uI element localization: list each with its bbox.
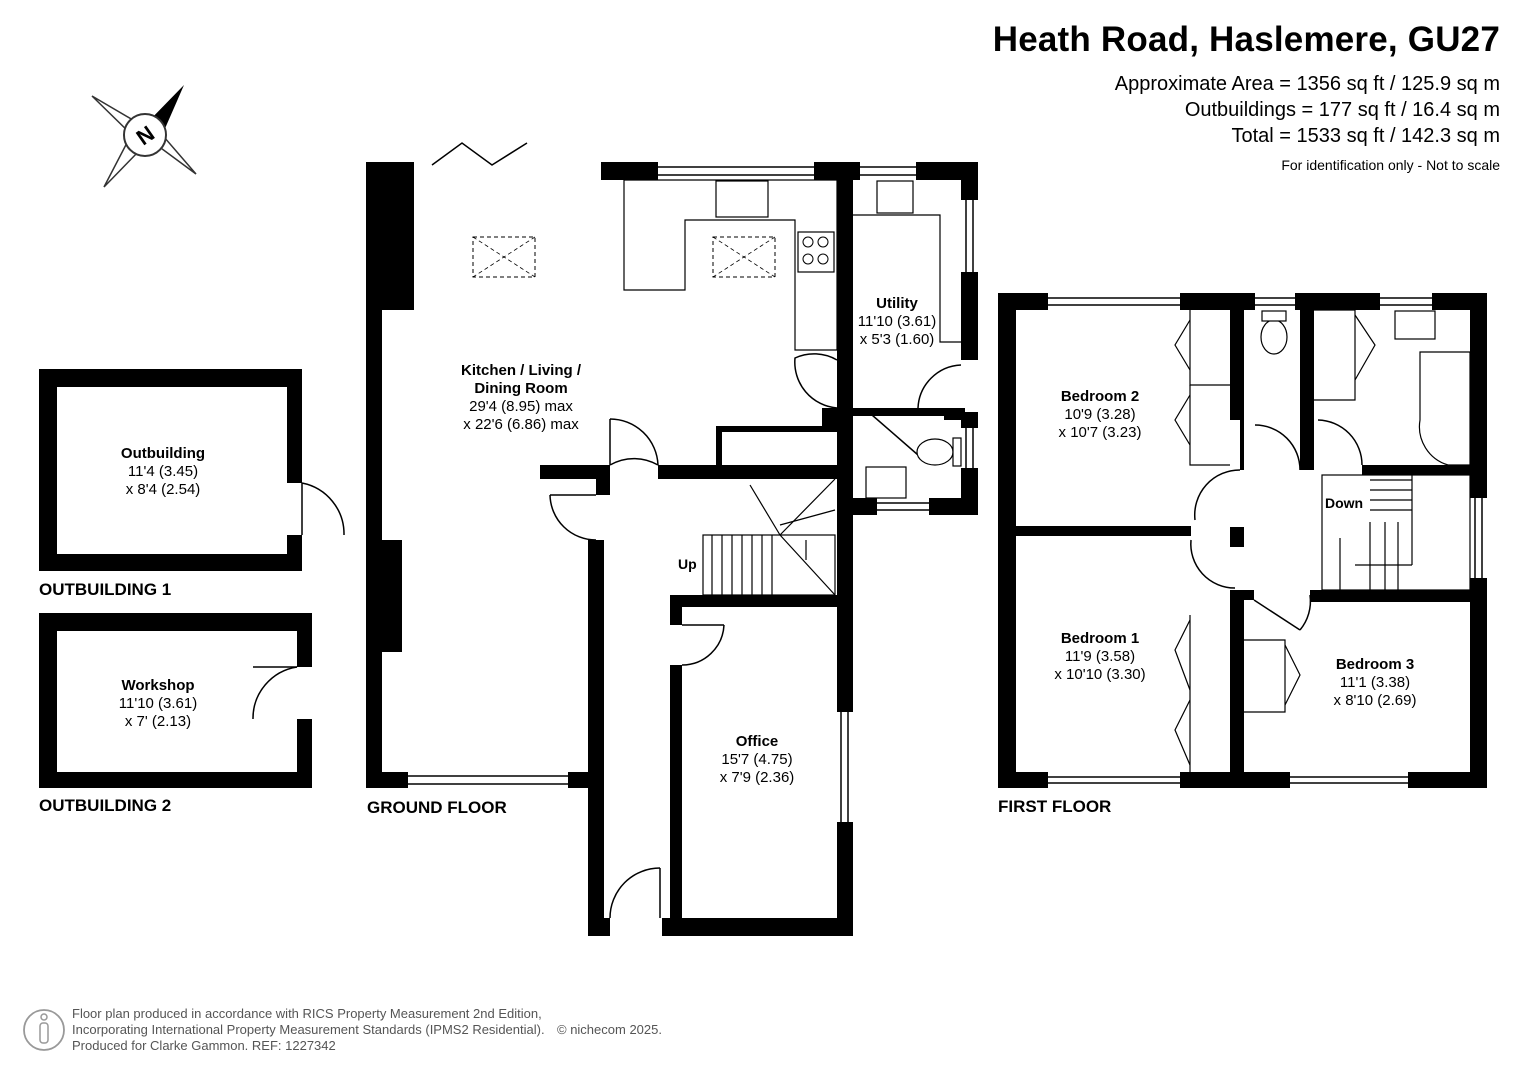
- bedroom3-name: Bedroom 3: [1335, 656, 1415, 673]
- workshop-dim-1: 11'10 (3.61): [118, 695, 198, 712]
- kitchen-name-1: Kitchen / Living /: [460, 362, 582, 379]
- footer-line-2: Incorporating International Property Mea…: [72, 1022, 545, 1037]
- bedroom2-dim-1: 10'9 (3.28): [1064, 406, 1136, 423]
- kitchen-room-label: Kitchen / Living / Dining Room 29'4 (8.9…: [461, 362, 581, 434]
- utility-dim-1: 11'10 (3.61): [857, 313, 937, 330]
- outbuilding-name: Outbuilding: [120, 445, 206, 462]
- workshop-name: Workshop: [121, 677, 195, 694]
- utility-room-label: Utility 11'10 (3.61) x 5'3 (1.60): [858, 295, 936, 349]
- copyright: © nichecom 2025.: [557, 1022, 662, 1037]
- workshop-room-label: Workshop 11'10 (3.61) x 7' (2.13): [119, 677, 197, 731]
- office-dim-2: x 7'9 (2.36): [719, 769, 795, 786]
- office-room-label: Office 15'7 (4.75) x 7'9 (2.36): [720, 733, 795, 787]
- bedroom1-dim-1: 11'9 (3.58): [1064, 648, 1136, 665]
- bedroom2-dim-2: x 10'7 (3.23): [1058, 424, 1142, 441]
- person-info-icon: [23, 1009, 65, 1051]
- bedroom1-room-label: Bedroom 1 11'9 (3.58) x 10'10 (3.30): [1054, 630, 1145, 684]
- outbuilding-room-label: Outbuilding 11'4 (3.45) x 8'4 (2.54): [121, 445, 205, 499]
- ground-floor-label: GROUND FLOOR: [367, 798, 507, 817]
- disclaimer-note: For identification only - Not to scale: [1281, 157, 1500, 173]
- page-title: Heath Road, Haslemere, GU27: [992, 20, 1500, 59]
- bedroom2-name: Bedroom 2: [1060, 388, 1140, 405]
- bedroom3-dim-1: 11'1 (3.38): [1339, 674, 1411, 691]
- bedroom3-room-label: Bedroom 3 11'1 (3.38) x 8'10 (2.69): [1334, 656, 1417, 710]
- outbuilding-2-walls: [39, 613, 312, 788]
- first-floor-label: FIRST FLOOR: [998, 797, 1112, 816]
- bedroom3-dim-2: x 8'10 (2.69): [1333, 692, 1417, 709]
- stairs-up-label: Up: [678, 556, 697, 572]
- bedroom1-name: Bedroom 1: [1060, 630, 1140, 647]
- outbuilding2-label: OUTBUILDING 2: [39, 796, 172, 815]
- bedroom1-dim-2: x 10'10 (3.30): [1054, 666, 1146, 683]
- outbuilding-1-walls: [39, 369, 345, 571]
- bedroom2-room-label: Bedroom 2 10'9 (3.28) x 10'7 (3.23): [1059, 388, 1142, 442]
- first-floor-walls: [998, 293, 1487, 788]
- office-name: Office: [735, 733, 779, 750]
- compass-north-icon: N: [91, 85, 197, 188]
- kitchen-name-2: Dining Room: [474, 380, 568, 397]
- outbuilding-dim-1: 11'4 (3.45): [127, 463, 199, 480]
- stairs-down-label: Down: [1325, 495, 1364, 511]
- office-dim-1: 15'7 (4.75): [721, 751, 793, 768]
- kitchen-dim-2: x 22'6 (6.86) max: [463, 416, 579, 433]
- footer-text: Floor plan produced in accordance with R…: [72, 1006, 545, 1054]
- footer-line-3: Produced for Clarke Gammon. REF: 1227342: [72, 1038, 336, 1053]
- outbuildings-area: Outbuildings = 177 sq ft / 16.4 sq m: [1184, 99, 1500, 121]
- outbuilding1-label: OUTBUILDING 1: [39, 580, 172, 599]
- outbuilding-dim-2: x 8'4 (2.54): [125, 481, 201, 498]
- kitchen-dim-1: 29'4 (8.95) max: [469, 398, 573, 415]
- utility-dim-2: x 5'3 (1.60): [859, 331, 935, 348]
- approx-area: Approximate Area = 1356 sq ft / 125.9 sq…: [1114, 73, 1500, 95]
- total-area: Total = 1533 sq ft / 142.3 sq m: [1231, 125, 1501, 147]
- ground-floor-walls: [366, 142, 978, 936]
- utility-name: Utility: [876, 295, 918, 312]
- footer-line-1: Floor plan produced in accordance with R…: [72, 1006, 542, 1021]
- workshop-dim-2: x 7' (2.13): [124, 713, 192, 730]
